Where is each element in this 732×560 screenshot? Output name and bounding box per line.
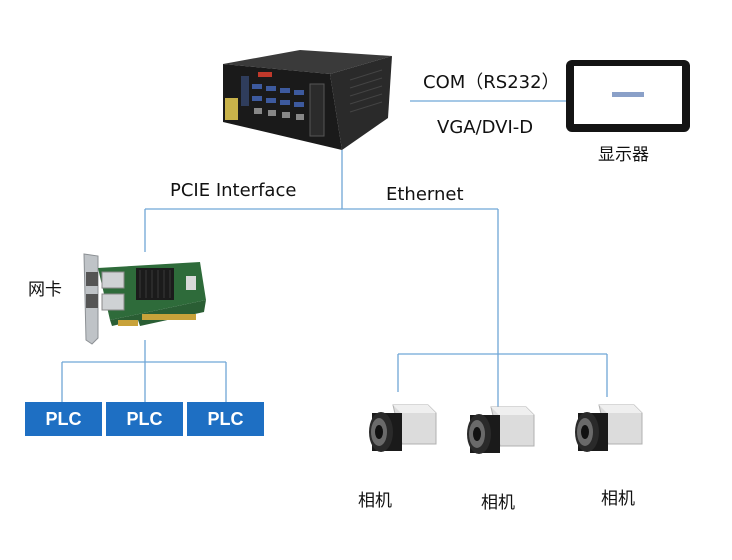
- plc-box-3: PLC: [187, 402, 264, 436]
- vga-dvi-label: VGA/DVI-D: [437, 117, 534, 138]
- camera-label-2: 相机: [481, 493, 515, 513]
- network-card-label: 网卡: [28, 280, 62, 300]
- plc-box-1: PLC: [25, 402, 102, 436]
- camera-label-1: 相机: [358, 491, 392, 511]
- com-rs232-label: COM（RS232）: [423, 72, 560, 93]
- monitor-label: 显示器: [598, 145, 649, 165]
- ethernet-label: Ethernet: [386, 184, 464, 205]
- plc-box-2: PLC: [106, 402, 183, 436]
- pcie-interface-label: PCIE Interface: [170, 180, 297, 201]
- camera-label-3: 相机: [601, 489, 635, 509]
